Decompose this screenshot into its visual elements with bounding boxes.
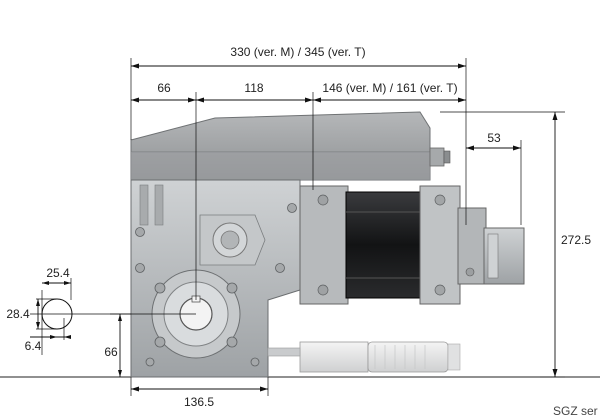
dim-shaft-height: 28.4	[6, 307, 30, 321]
dim-keyway: 6.4	[25, 339, 42, 353]
crank-grip	[367, 341, 449, 373]
dim-seg-right: 146 (ver. M) / 161 (ver. T)	[322, 81, 457, 95]
motor-end-flange	[419, 185, 461, 305]
flange-bolts	[135, 203, 297, 367]
dim-overall-length: 330 (ver. M) / 345 (ver. T)	[230, 45, 365, 59]
dim-seg-left: 66	[157, 81, 171, 95]
dim-shaft-offset: 25.4	[46, 266, 70, 280]
dim-offset-right: 53	[487, 131, 501, 145]
cable-gland	[429, 147, 445, 167]
dim-base-width: 136.5	[184, 395, 214, 409]
manual-crank	[299, 341, 369, 373]
gearmotor-body	[130, 111, 525, 378]
dim-height: 272.5	[561, 233, 591, 247]
electric-motor	[345, 191, 423, 299]
dim-seg-mid: 118	[244, 81, 263, 95]
dimension-lines	[30, 58, 565, 396]
motor-flange	[299, 185, 349, 305]
corner-label: SGZ ser	[553, 404, 598, 417]
dim-shaft-center-height: 66	[104, 345, 118, 359]
